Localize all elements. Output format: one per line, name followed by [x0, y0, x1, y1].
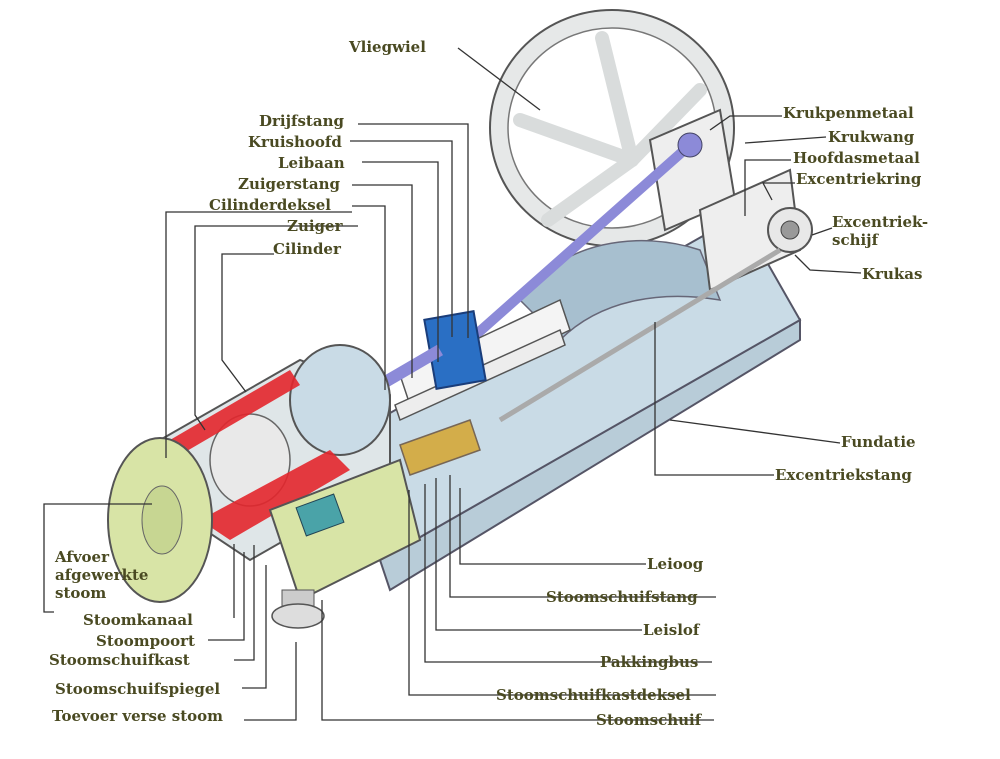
label-toevoer-verse-stoom: Toevoer verse stoom [52, 707, 224, 725]
valve-chest [268, 419, 481, 602]
label-excentriekring: Excentriekring [796, 170, 922, 188]
piston-rod [376, 344, 444, 391]
label-leibaan: Leibaan [278, 154, 345, 172]
label-hoofdasmetaal: Hoofdasmetaal [793, 149, 920, 167]
leader-lines [43, 47, 862, 721]
label-stoomkanaal: Stoomkanaal [83, 611, 193, 629]
label-krukwang: Krukwang [828, 128, 915, 146]
label-zuigerstang: Zuigerstang [238, 175, 340, 193]
steam-inlet [271, 589, 325, 629]
label-cilinder: Cilinder [273, 240, 341, 258]
label-pakkingbus: Pakkingbus [600, 653, 699, 671]
label-krukas: Krukas [862, 265, 923, 283]
label-leioog: Leioog [647, 555, 704, 573]
label-stoompoort: Stoompoort [96, 632, 195, 650]
label-stoomschuifspiegel: Stoomschuifspiegel [55, 680, 221, 698]
eccentric-rod [498, 247, 782, 423]
label-krukpenmetaal: Krukpenmetaal [783, 104, 914, 122]
label-stoomschuif: Stoomschuif [596, 711, 702, 729]
label-excentriekschijf: Excentriek- schijf [832, 213, 929, 249]
label-stoomschuifkastdeksel: Stoomschuifkastdeksel [496, 686, 691, 704]
label-drijfstang: Drijfstang [259, 112, 344, 130]
label-fundatie: Fundatie [841, 433, 916, 451]
main-bearings [648, 108, 813, 292]
cylinder-cover [107, 437, 213, 603]
label-stoomschuifstang: Stoomschuifstang [546, 588, 698, 606]
label-leislof: Leislof [643, 621, 700, 639]
label-vliegwiel: Vliegwiel [349, 38, 426, 56]
connecting-rod [465, 132, 703, 345]
label-zuiger: Zuiger [287, 217, 343, 235]
label-stoomschuifkast: Stoomschuifkast [49, 651, 190, 669]
label-kruishoofd: Kruishoofd [248, 133, 342, 151]
label-afvoer-afgewerkte-stoom: Afvoer afgewerkte stoom [55, 548, 149, 602]
label-cilinderdeksel: Cilinderdeksel [209, 196, 331, 214]
label-excentriekstang: Excentriekstang [775, 466, 912, 484]
